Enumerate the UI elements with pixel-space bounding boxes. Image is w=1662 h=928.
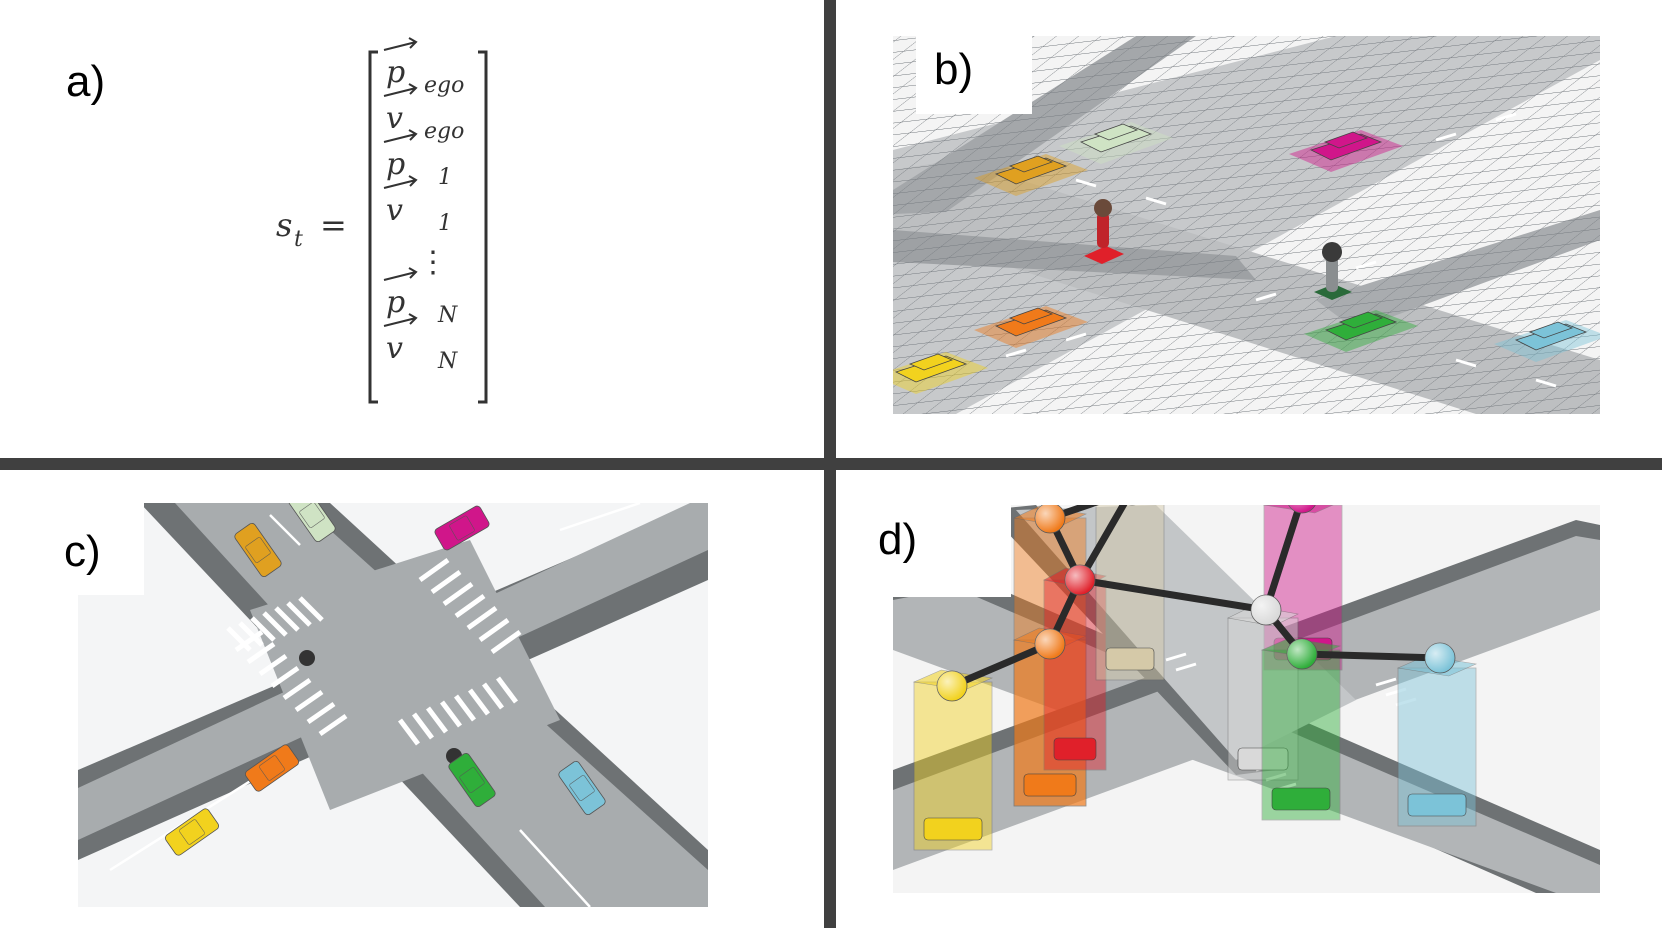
lane-markings [1005,112,1557,388]
pale-green-car [1059,122,1173,164]
green-prism [1260,637,1342,821]
graph-edge [948,640,1054,690]
formula-row-symbol: v [386,193,403,228]
green-node [1286,638,1318,670]
vector-arrow [383,83,418,97]
graph-edge [1076,505,1128,584]
panel-c: c) [0,470,824,928]
panel-b: b) [836,0,1662,458]
gold-car [234,522,282,578]
magenta-node [1288,505,1316,514]
yellow-node [936,670,968,702]
orange-car [974,306,1088,348]
pedestrian-red-head [1094,199,1112,217]
graph-edge [1298,650,1444,662]
yellow-car [164,808,220,856]
formula-row-subscript: N [437,303,458,328]
panel-b-label: b) [934,45,974,94]
formula-row-subscript: 1 [438,165,452,190]
pedestrian-dark-head [1322,242,1342,262]
formula-row-symbol: p [386,55,405,90]
graph-edge [1076,576,1270,614]
horizontal-divider [0,458,1662,470]
yellow-car [893,352,988,394]
cyan-prism [1396,655,1478,827]
gray-prism [1227,605,1299,781]
ego-prism [1095,505,1165,681]
orange-car [244,744,300,792]
junction [250,540,560,810]
red-prism [1043,567,1107,771]
panel-d: d) [836,470,1662,928]
magenta-car [434,505,490,551]
pedestrian-top-left [299,650,315,666]
green-car [1304,310,1418,352]
formula-row-subscript: ego [424,119,464,144]
gold-car [974,154,1088,196]
orange-node-top [1034,505,1066,534]
orange-node-lower [1034,628,1066,660]
vector-arrow [383,129,418,143]
formula-row-symbol: v [386,331,403,366]
top-down-intersection [78,503,708,907]
pedestrian-red-body [1097,212,1109,248]
red-node [1064,564,1096,596]
pale-green-car [288,503,336,543]
graph-edge [1132,490,1302,498]
vector-arrow [383,37,418,51]
graph-overlay-scene [893,490,1600,893]
formula-lhs-symbol: s [276,206,292,244]
right-bracket [478,50,488,404]
formula-row-subscript: 1 [438,211,452,236]
crosswalk-stripes [226,557,522,746]
left-bracket [368,50,378,404]
formula-row-subscript: N [437,349,458,374]
green-car [448,752,496,808]
vector-arrow [383,313,418,327]
formula-lhs-subscript: t [294,227,303,252]
formula-row-symbol: p [386,285,405,320]
road-surface-d3 [1016,505,1356,760]
formula-equals: = [320,206,347,244]
formula-row-symbol: v [386,101,403,136]
vector-arrow [383,267,418,281]
pedestrian-red-pad [1084,246,1124,264]
panel-c-label: c) [64,527,101,576]
cyan-car [1494,320,1600,362]
pedestrian-dark-body [1326,256,1338,292]
vector-arrow [383,175,418,189]
ego-node [1128,505,1136,506]
cyan-car [558,760,606,816]
panel-d-label: d) [878,515,918,564]
formula-row-subscript: ego [424,73,464,98]
graph-edge [1262,505,1304,614]
formula-vdots: ⋮ [418,245,448,280]
gray-node [1250,594,1282,626]
cyan-node [1424,642,1456,674]
panel-a-label: a) [66,57,106,106]
magenta-car [1289,130,1403,172]
formula-row-symbol: p [386,147,405,182]
